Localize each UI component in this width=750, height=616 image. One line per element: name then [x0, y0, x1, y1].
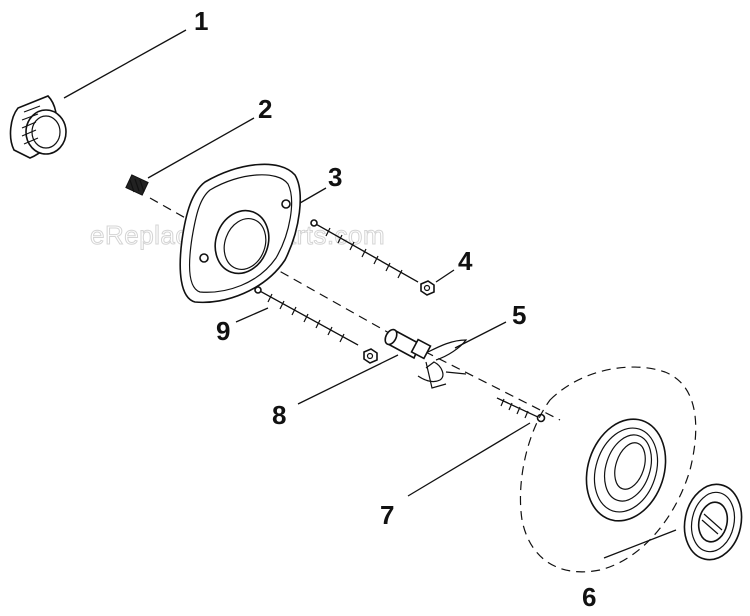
callout-2: 2 [258, 94, 272, 124]
leader-line-4 [435, 269, 455, 283]
callout-3: 3 [328, 162, 342, 192]
part-2-set-screw [125, 174, 149, 196]
callout-9: 9 [216, 316, 230, 346]
part-9-long-screw [254, 286, 359, 346]
part-4-hex-nut [420, 280, 435, 296]
leader-line-7 [407, 422, 531, 497]
part-7-screw [496, 397, 546, 423]
callout-5: 5 [512, 300, 526, 330]
callout-4: 4 [458, 246, 473, 276]
leader-line-5 [454, 321, 507, 349]
part-8-stem-cartridge [384, 328, 432, 360]
part-9-nut [363, 348, 378, 364]
part-3-long-screw [310, 219, 419, 283]
callout-8: 8 [272, 400, 286, 430]
part-1-adapter-fitting [9, 95, 67, 159]
leader-line-1 [63, 29, 187, 99]
part-3-mounting-plate [179, 163, 301, 304]
part-6-cap-ring [683, 483, 743, 561]
leader-line-2 [147, 117, 255, 179]
part-5-spring-clip [417, 339, 468, 389]
callout-6: 6 [582, 582, 596, 612]
leader-line-9 [235, 307, 269, 323]
callout-7: 7 [380, 500, 394, 530]
leader-line-3 [299, 187, 327, 204]
leader-line-6 [603, 529, 677, 559]
leader-line-8 [297, 354, 399, 405]
part-7-trim-plate [519, 366, 697, 573]
callout-1: 1 [194, 6, 208, 36]
